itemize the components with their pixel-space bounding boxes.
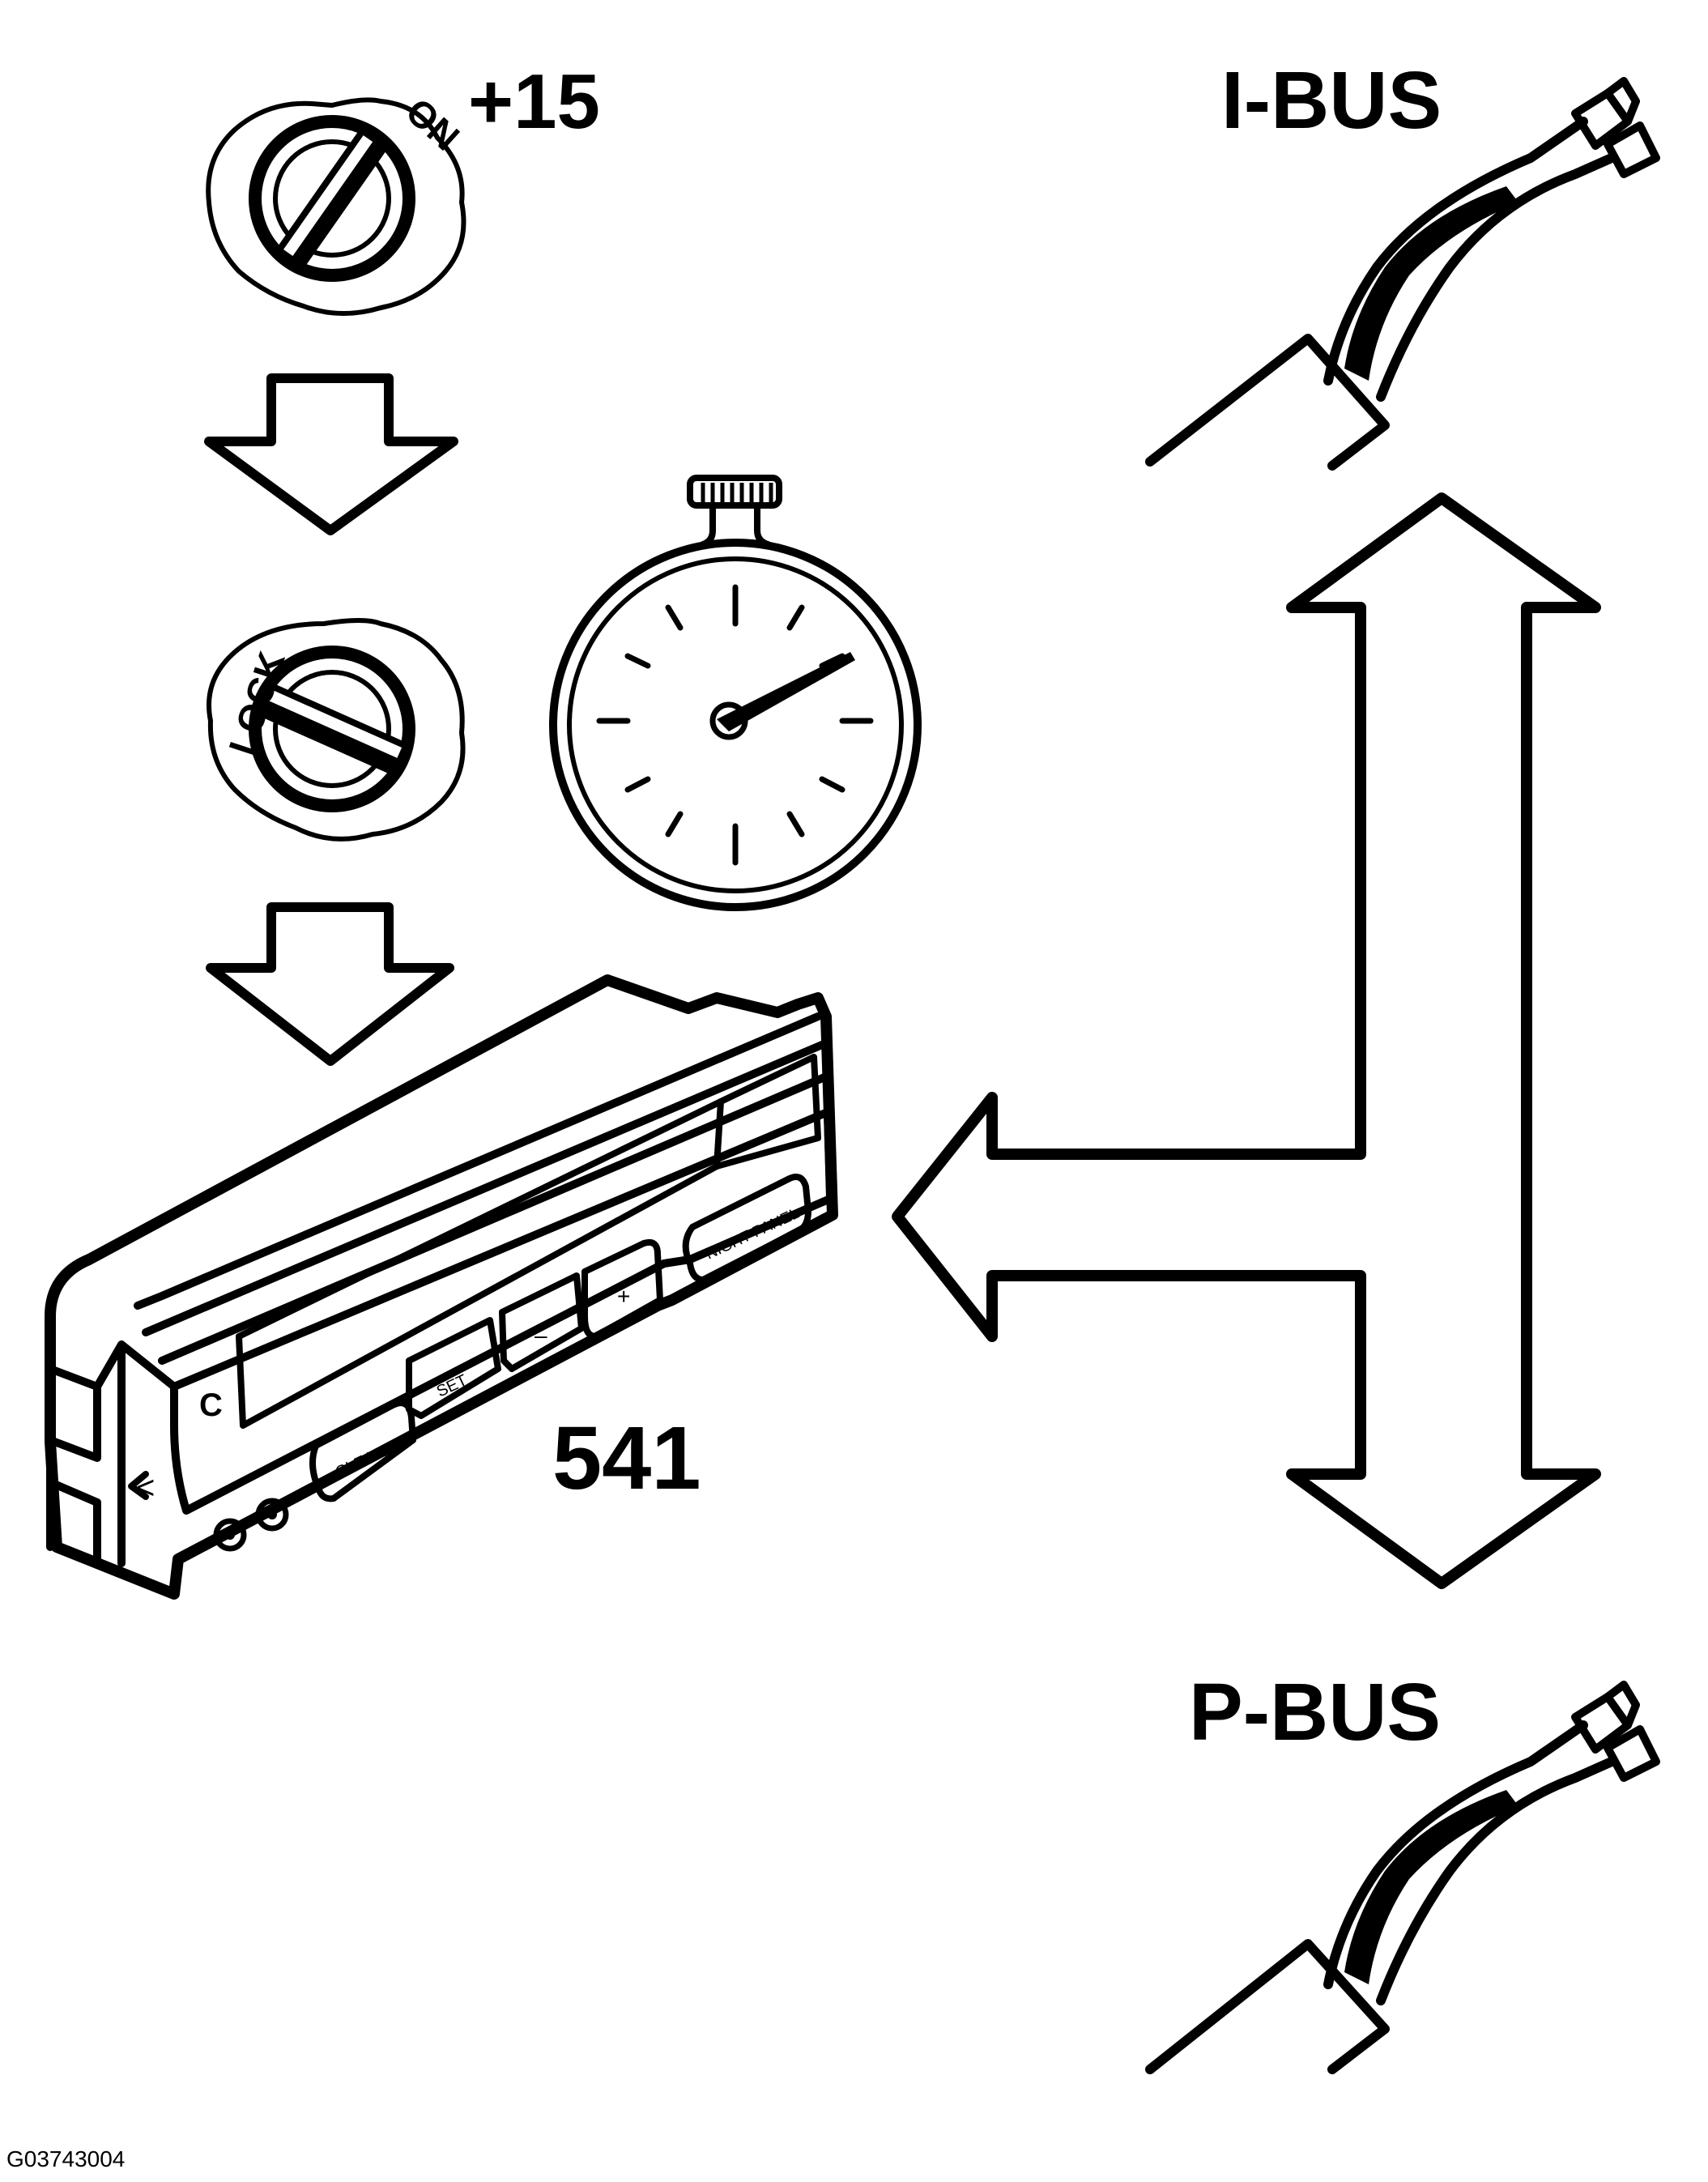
ibus-label: I-BUS — [1221, 55, 1442, 146]
knob-icon[interactable] — [255, 1498, 289, 1532]
figure-code: G03743004 — [6, 2146, 125, 2171]
plus-button[interactable]: + — [581, 1238, 663, 1340]
module-number-label: 541 — [552, 1408, 701, 1508]
terminal-15-label: +15 — [468, 58, 600, 145]
down-arrow-icon — [204, 373, 458, 535]
phone-symbol: C — [199, 1387, 223, 1423]
stopwatch-icon — [549, 475, 922, 911]
side-mark: < — [136, 1470, 155, 1506]
ibus-connector-icon — [1145, 77, 1660, 471]
minus-label: – — [535, 1323, 547, 1348]
plus-label: + — [617, 1284, 630, 1309]
ignition-switch-on: ON — [206, 90, 467, 316]
down-arrow-icon — [206, 902, 454, 1066]
minus-button[interactable]: – — [499, 1272, 585, 1372]
knob-icon[interactable] — [213, 1518, 247, 1552]
ignition-on-label: ON — [398, 90, 467, 159]
pbus-label: P-BUS — [1189, 1667, 1441, 1758]
ignition-switch-lock: LOCK — [207, 618, 466, 842]
pbus-connector-icon — [1145, 1681, 1660, 2074]
bus-arrow-icon — [892, 492, 1601, 1589]
control-module-541: NIGHT PANEL + – SET CLEAR C < — [45, 974, 838, 1600]
